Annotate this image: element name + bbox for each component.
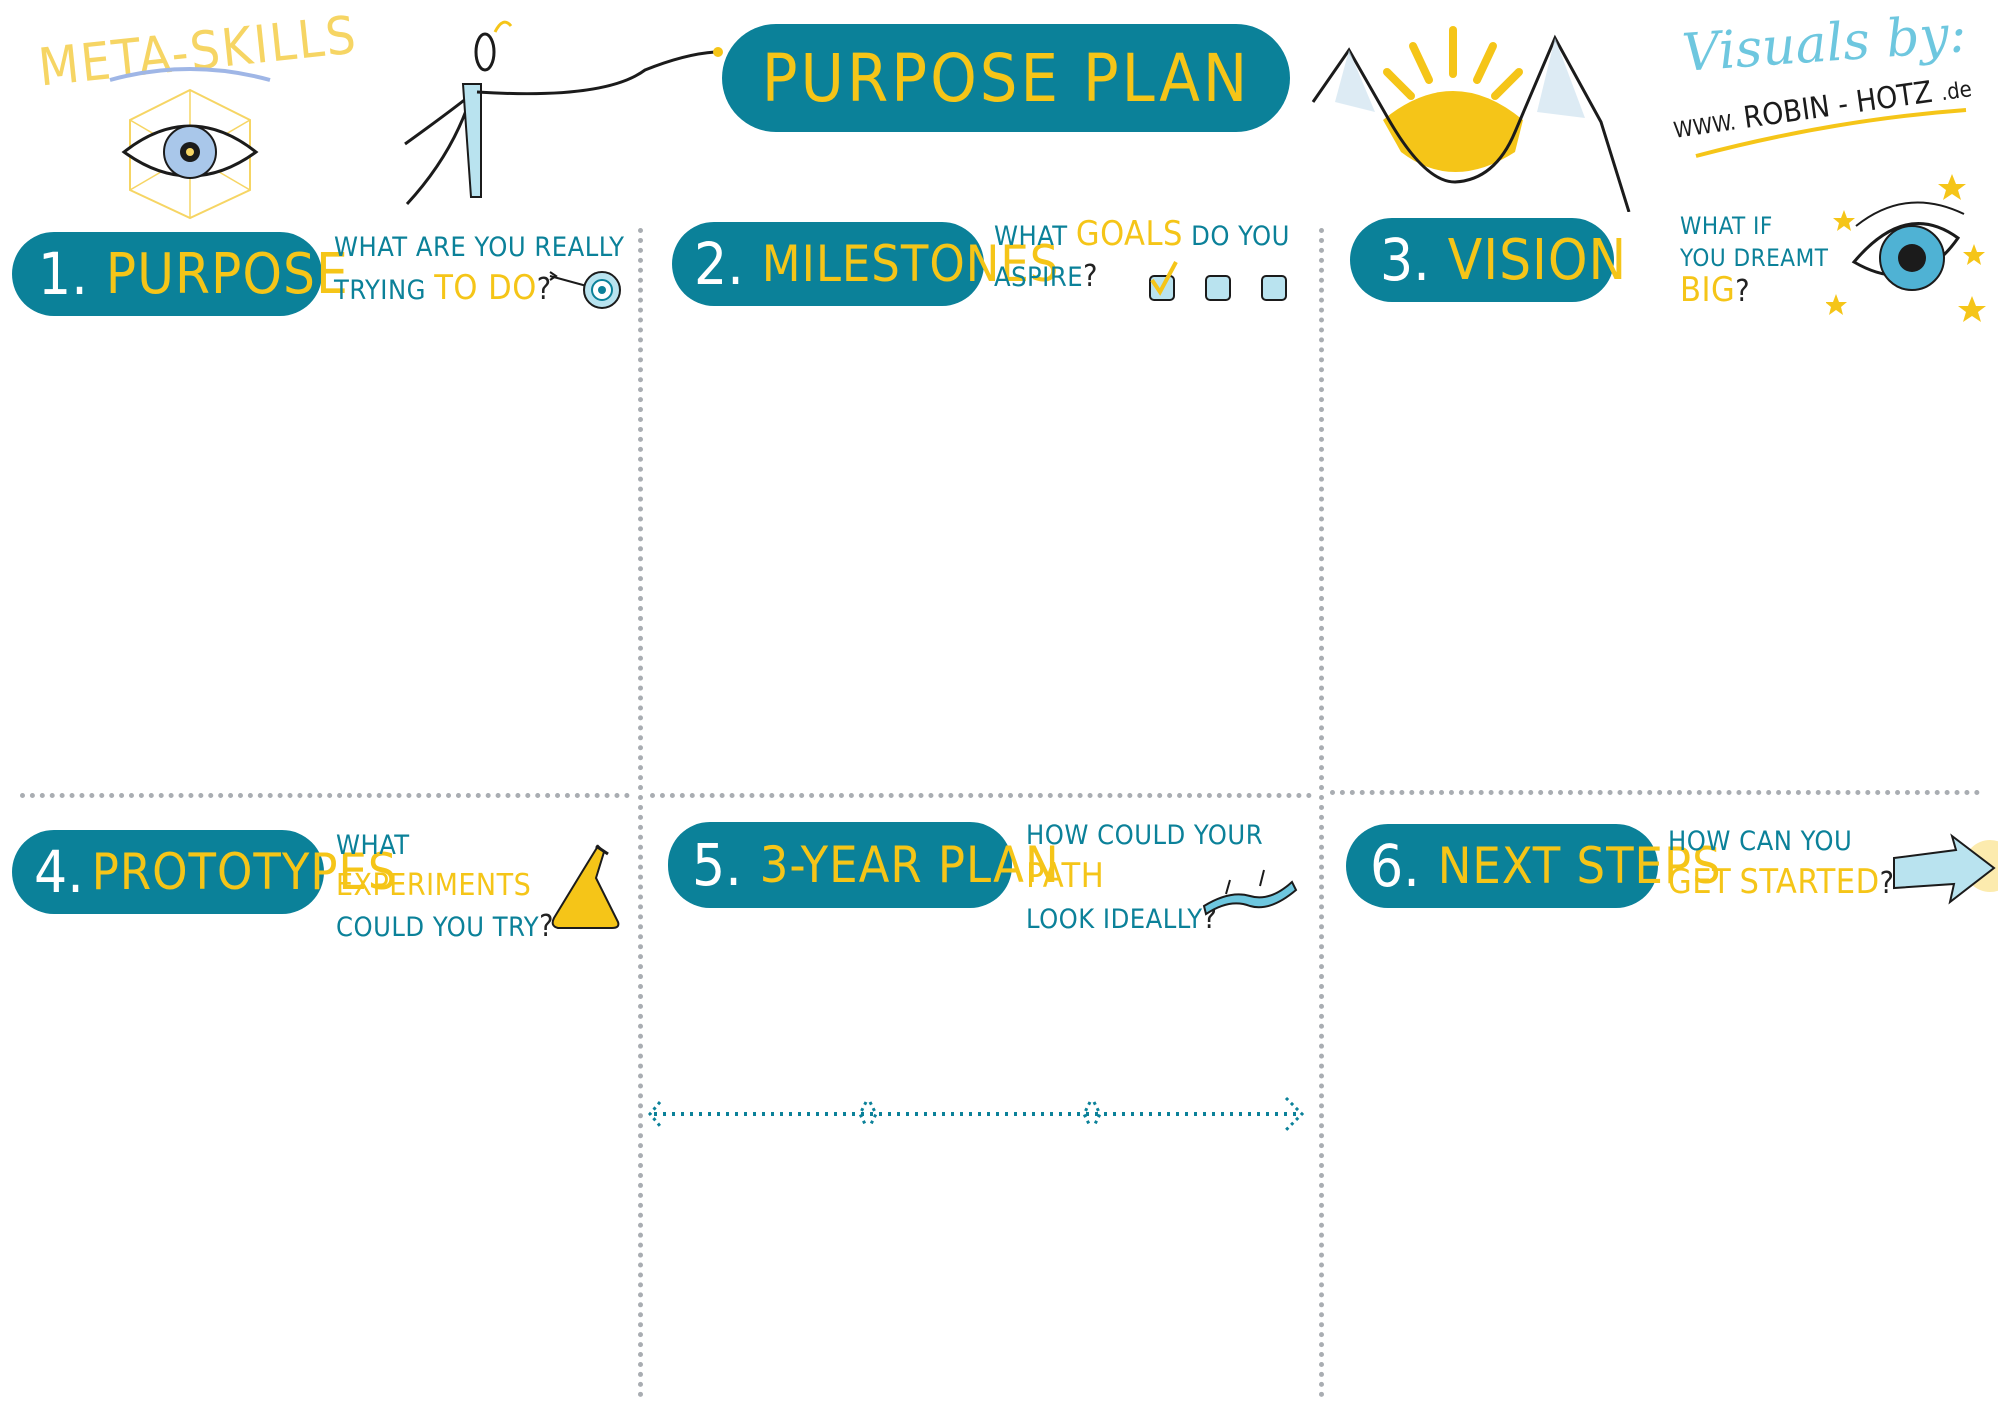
question-highlight: GET bbox=[1668, 862, 1732, 902]
question-text: LOOK IDEALLY bbox=[1026, 904, 1203, 935]
section-header-next-steps: 6. NEXT STEPS bbox=[1346, 824, 1721, 908]
section-number: 2. bbox=[694, 230, 744, 298]
section-header-milestones: 2. MILESTONES bbox=[672, 222, 1058, 306]
question-text: COULD YOU TRY bbox=[336, 912, 540, 943]
section-number: 3. bbox=[1380, 226, 1430, 294]
eye-network-icon bbox=[109, 67, 271, 220]
section-title: PROTOTYPES bbox=[91, 843, 398, 901]
section-header-prototypes: 4. PROTOTYPES bbox=[12, 830, 396, 914]
question-line: WHAT IF bbox=[1680, 212, 1773, 240]
section-header-3-year-plan: 5. 3-YEAR PLAN bbox=[668, 822, 1059, 908]
question-text: ASPIRE bbox=[994, 262, 1084, 293]
section-header-vision: 3. VISION bbox=[1350, 218, 1626, 302]
checkbox-icon bbox=[1149, 261, 1287, 301]
section-number: 4. bbox=[34, 838, 84, 906]
section-question-purpose: WHAT ARE YOU REALLY TRYING TO DO? bbox=[334, 228, 634, 311]
section-header-purpose: 1. PURPOSE bbox=[12, 232, 348, 316]
question-mark: ? bbox=[1879, 866, 1895, 901]
question-line: HOW CAN YOU bbox=[1668, 826, 1853, 857]
section-question-vision: WHAT IF YOU DREAMT BIG? bbox=[1680, 210, 1840, 309]
grid-divider-vertical-right bbox=[1319, 228, 1324, 1398]
page-title-banner: PURPOSE PLAN bbox=[722, 24, 1290, 132]
timeline-arrow-icon bbox=[648, 1096, 1305, 1132]
section-question-prototypes: WHAT EXPERIMENTS COULD YOU TRY? bbox=[336, 826, 596, 948]
question-line: WHAT ARE YOU REALLY bbox=[334, 232, 625, 263]
grid-divider-horizontal-middle bbox=[650, 793, 1312, 798]
target-arrow-icon bbox=[549, 271, 621, 309]
question-mark: ? bbox=[539, 909, 554, 944]
grid-divider-vertical-left bbox=[638, 228, 643, 1398]
question-text: TRYING bbox=[334, 275, 426, 306]
grid-divider-horizontal-left bbox=[20, 793, 630, 798]
section-title: NEXT STEPS bbox=[1437, 837, 1722, 895]
section-title: MILESTONES bbox=[761, 235, 1060, 293]
section-question-milestones: WHAT GOALS DO YOU ASPIRE? bbox=[994, 214, 1304, 298]
section-number: 5. bbox=[692, 831, 742, 899]
question-text: DO YOU bbox=[1191, 221, 1290, 252]
arrow-right-icon bbox=[1893, 833, 1998, 905]
question-mark: ? bbox=[1083, 259, 1098, 294]
section-question-next-steps: HOW CAN YOU GET STARTED? bbox=[1668, 822, 1898, 905]
question-highlight: STARTED bbox=[1739, 862, 1880, 902]
question-mark: ? bbox=[1735, 274, 1751, 309]
credit-visuals-by: Visuals by: bbox=[1680, 4, 1969, 84]
question-text: WHAT bbox=[994, 221, 1068, 252]
eye-stars-icon bbox=[1826, 174, 1986, 322]
section-title: 3-YEAR PLAN bbox=[759, 836, 1060, 894]
credit-underline bbox=[1695, 108, 1967, 158]
question-text: HOW COULD YOUR bbox=[1026, 820, 1264, 851]
path-river-icon bbox=[1202, 869, 1298, 916]
section-number: 1. bbox=[38, 240, 88, 308]
question-highlight: TO DO bbox=[434, 268, 537, 308]
stick-figure-icon bbox=[404, 20, 723, 206]
question-text: WHAT bbox=[336, 830, 410, 861]
section-number: 6. bbox=[1370, 832, 1420, 900]
section-title: VISION bbox=[1447, 227, 1628, 293]
section-question-3-year-plan: HOW COULD YOUR PATH LOOK IDEALLY? bbox=[1026, 816, 1316, 940]
section-title: PURPOSE bbox=[105, 241, 349, 307]
question-highlight: EXPERIMENTS bbox=[336, 868, 532, 903]
grid-divider-horizontal-right bbox=[1330, 790, 1980, 795]
page-title: PURPOSE PLAN bbox=[761, 39, 1251, 117]
question-highlight: PATH bbox=[1026, 856, 1105, 896]
flask-icon bbox=[551, 844, 620, 929]
question-mark: ? bbox=[536, 272, 552, 307]
question-highlight: BIG bbox=[1680, 270, 1736, 310]
question-highlight: GOALS bbox=[1075, 214, 1183, 254]
question-line: YOU DREAMT bbox=[1680, 244, 1829, 272]
mountain-sun-icon bbox=[1311, 26, 1631, 212]
